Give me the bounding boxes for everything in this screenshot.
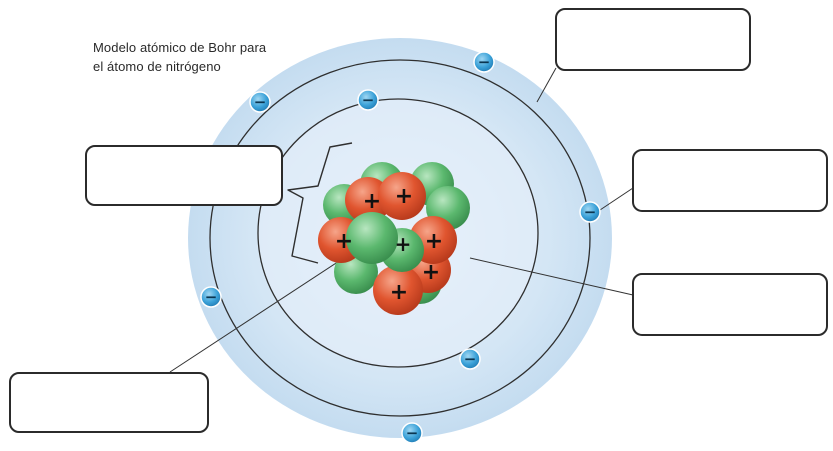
proton [373, 265, 423, 315]
electron: − [249, 91, 271, 113]
neutron [346, 212, 398, 264]
electron: − [200, 286, 222, 308]
label-box-right-low[interactable] [632, 273, 828, 336]
proton [378, 172, 426, 220]
svg-text:−: − [362, 91, 375, 109]
proton-sign: + [425, 229, 443, 254]
proton-sign: + [335, 229, 353, 254]
proton-sign: + [390, 280, 408, 305]
proton-sign: + [422, 260, 440, 285]
label-box-left-mid[interactable] [85, 145, 283, 206]
outer-orbit [209, 59, 591, 417]
leader-line-right-mid [599, 187, 634, 211]
inner-orbit [257, 98, 539, 368]
diagram-title-line-2: el átomo de nitrógeno [93, 59, 221, 74]
svg-text:−: − [406, 424, 419, 442]
label-box-bottom-left[interactable] [9, 372, 209, 433]
leader-line-bottom-left [169, 249, 357, 373]
nucleus-bracket [287, 142, 353, 264]
nucleus: + + + + + + + [318, 162, 470, 315]
leader-line-right-low [469, 257, 634, 296]
svg-text:−: − [205, 288, 218, 306]
proton-sign: + [395, 184, 413, 209]
svg-text:−: − [478, 53, 491, 71]
proton-sign: + [395, 232, 412, 256]
electron: − [459, 348, 481, 370]
electron: − [579, 201, 601, 223]
label-box-top-right[interactable] [555, 8, 751, 71]
electrons: − − − − − − − [200, 51, 601, 444]
svg-text:−: − [464, 350, 477, 368]
electron: − [401, 422, 423, 444]
svg-text:−: − [584, 203, 597, 221]
electron: − [357, 89, 379, 111]
electron: − [473, 51, 495, 73]
label-box-right-mid[interactable] [632, 149, 828, 212]
diagram-title: Modelo atómico de Bohr para el átomo de … [93, 38, 266, 76]
proton-sign: + [363, 189, 381, 214]
diagram-title-line-1: Modelo atómico de Bohr para [93, 40, 267, 55]
svg-text:−: − [254, 93, 267, 111]
leader-line-top-right [536, 67, 557, 103]
